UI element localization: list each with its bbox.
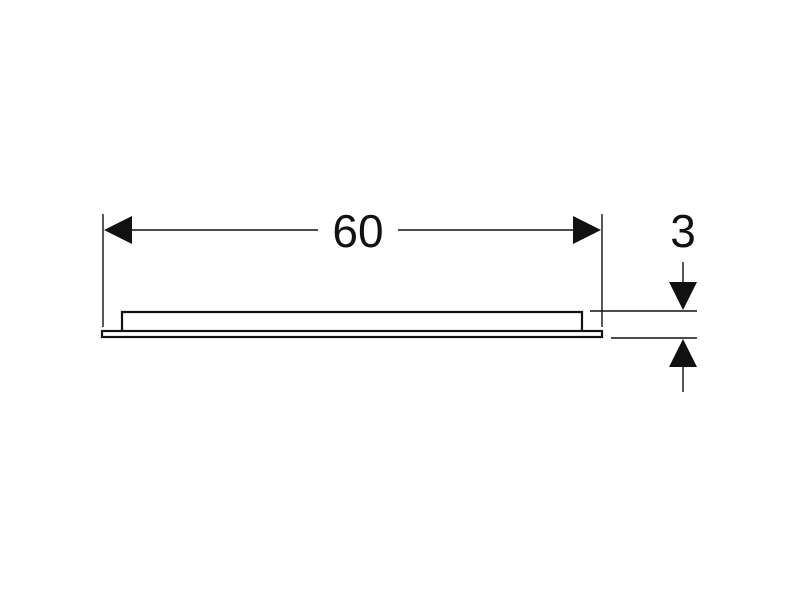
width-dimension-label: 60 bbox=[332, 205, 383, 257]
width-dimension bbox=[102, 214, 603, 327]
top-plate-outline bbox=[120, 310, 584, 331]
height-arrowhead-up bbox=[669, 339, 697, 367]
width-arrowhead-left bbox=[104, 216, 132, 244]
width-arrowhead-right bbox=[573, 216, 601, 244]
part-profile bbox=[100, 310, 604, 339]
height-dimension bbox=[590, 262, 697, 392]
height-dimension-label: 3 bbox=[670, 205, 696, 257]
height-arrowhead-down bbox=[669, 282, 697, 310]
base-plate-outline bbox=[100, 329, 604, 339]
